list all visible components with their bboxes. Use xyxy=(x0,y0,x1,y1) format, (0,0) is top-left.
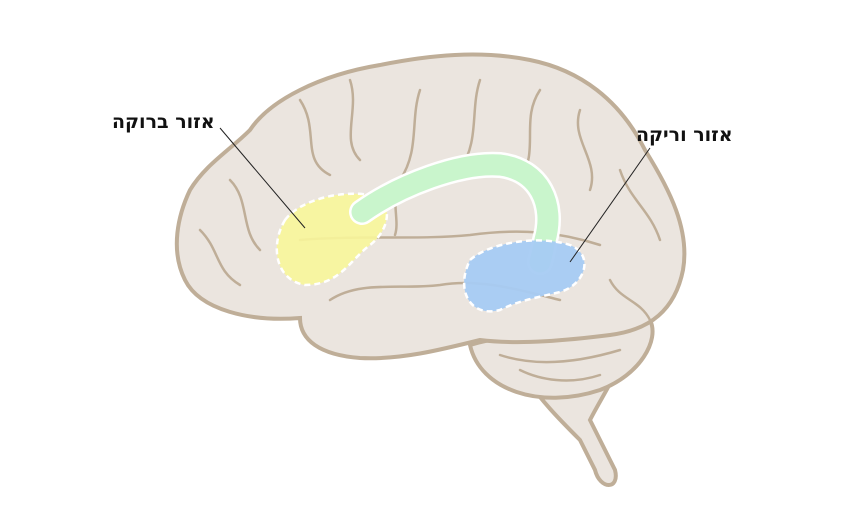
broca-area-label: אזור ברוקה xyxy=(112,111,215,133)
wernicke-area-label: אזור וריקה xyxy=(636,124,733,146)
wernicke-area xyxy=(462,239,586,313)
wernicke-leader-line xyxy=(569,147,651,263)
broca-leader-line xyxy=(219,127,306,229)
cerebrum xyxy=(174,52,687,361)
